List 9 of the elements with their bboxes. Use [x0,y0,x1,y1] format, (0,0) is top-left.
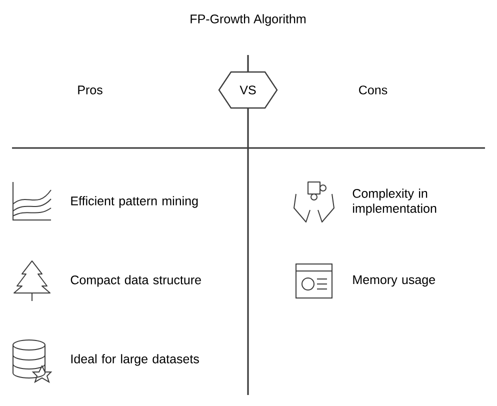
item-text: Compact data structure [70,275,201,287]
title: FP-Growth Algorithm [190,14,306,26]
item-text: Complexity in implementation [352,188,436,216]
item-text: Efficient pattern mining [71,196,198,208]
item-text: Ideal for large datasets [71,354,199,366]
item-text: Memory usage [353,275,435,287]
column-heading: Pros [78,86,102,94]
vs-arrow-badge: VS [218,71,278,109]
column-heading: Cons [359,86,388,94]
